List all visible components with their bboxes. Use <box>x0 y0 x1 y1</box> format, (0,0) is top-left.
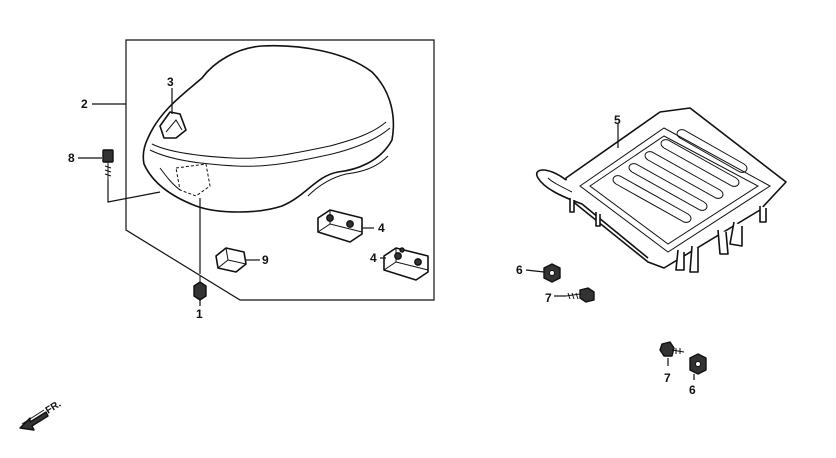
callout-5: 5 <box>614 113 621 127</box>
callout-6-lower: 6 <box>689 383 696 397</box>
bolt-icon <box>659 341 685 357</box>
callout-2: 2 <box>81 97 88 111</box>
callout-7-upper: 7 <box>545 291 552 305</box>
nut-icon <box>689 353 707 375</box>
callout-4-upper: 4 <box>378 221 385 235</box>
nut-icon <box>543 263 561 283</box>
front-direction-arrow-icon <box>19 409 49 431</box>
rack-icon <box>535 107 787 273</box>
nut-icon <box>193 276 207 301</box>
callout-3: 3 <box>167 75 174 89</box>
callout-6-upper: 6 <box>516 263 523 277</box>
callout-9: 9 <box>262 253 269 267</box>
bolt-icon <box>102 149 114 180</box>
callout-4-lower: 4 <box>370 251 377 265</box>
clip-icon <box>215 247 247 273</box>
rubber-cushion-icon <box>317 209 363 243</box>
callout-1: 1 <box>196 307 203 321</box>
callout-7-lower: 7 <box>664 371 671 385</box>
callout-8: 8 <box>68 151 75 165</box>
hook-part-icon <box>159 111 187 139</box>
seat-icon <box>142 44 395 213</box>
rubber-cushion-icon <box>383 247 429 281</box>
bolt-icon <box>565 287 595 303</box>
leader-lines <box>78 88 695 380</box>
